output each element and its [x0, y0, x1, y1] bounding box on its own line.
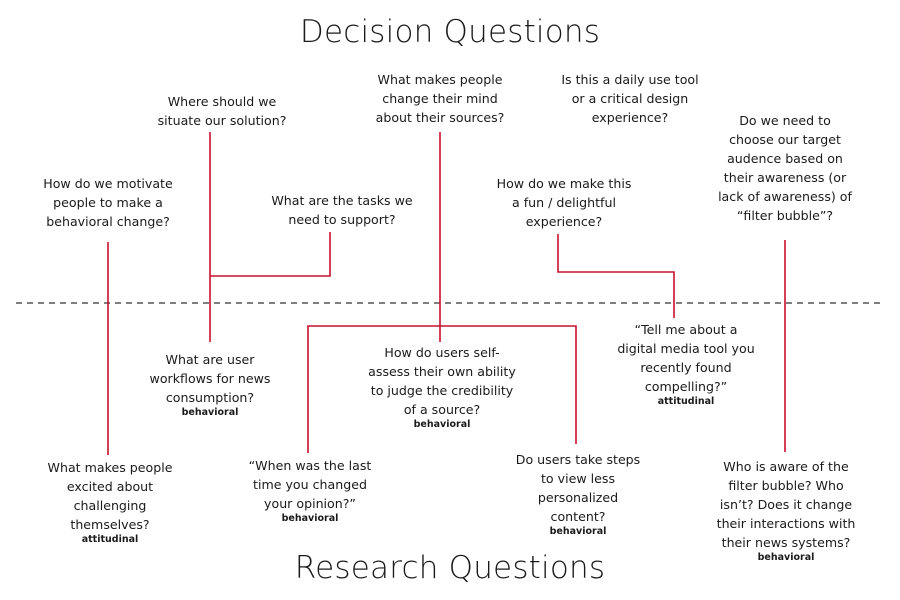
connector-line	[557, 234, 675, 318]
text-line: “filter bubble”?	[736, 208, 834, 223]
question-type-tag: behavioral	[181, 407, 239, 418]
decision-question-change-mind: What makes people change their mind about …	[360, 70, 520, 127]
text-line: their interactions with	[716, 516, 856, 531]
decision-question-motivate: How do we motivate people to make a behavi…	[32, 174, 184, 231]
text-line: choose our target	[729, 132, 841, 147]
connector-line	[210, 232, 331, 277]
text-line: content?	[550, 509, 606, 524]
research-question-text: Who is aware of the filter bubble? Who isn…	[700, 457, 872, 552]
research-question-who-aware: Who is aware of the filter bubble? Who isn…	[700, 457, 872, 563]
text-line: assess their own ability	[368, 364, 516, 379]
decision-question-text: Is this a daily use tool or a critical de…	[548, 70, 712, 127]
text-line: “When was the last	[248, 458, 372, 473]
research-question-text: Do users take steps to view less personali…	[500, 450, 656, 526]
research-question-tell-me: “Tell me about a digital media tool you re…	[604, 320, 768, 407]
text-line: recently found	[640, 360, 732, 375]
text-line: situate our solution?	[157, 113, 287, 128]
research-question-text: What are user workflows for news consumpti…	[130, 350, 290, 407]
research-question-text: What makes people excited about challengin…	[34, 458, 186, 534]
text-line: behavioral change?	[46, 214, 170, 229]
text-line: their awareness (or	[723, 170, 847, 185]
text-line: digital media tool you	[617, 341, 755, 356]
text-line: What makes people	[47, 460, 173, 475]
text-line: about their sources?	[375, 110, 505, 125]
text-line: How do we make this	[496, 176, 632, 191]
question-type-tag: attitudinal	[657, 396, 715, 407]
text-line: experience?	[525, 214, 603, 229]
research-question-text: “Tell me about a digital media tool you re…	[604, 320, 768, 396]
text-line: Is this a daily use tool	[561, 72, 699, 87]
text-line: their news systems?	[721, 535, 851, 550]
text-line: What are user	[165, 352, 255, 367]
text-line: of a source?	[403, 402, 481, 417]
text-line: What makes people	[377, 72, 503, 87]
decision-question-target-audience: Do we need to choose our target audence ba…	[700, 111, 870, 225]
connector-line	[307, 325, 577, 453]
decision-question-daily-use: Is this a daily use tool or a critical de…	[548, 70, 712, 127]
text-line: challenging	[73, 498, 147, 513]
text-line: a fun / delightful	[512, 195, 616, 210]
question-type-tag: behavioral	[281, 513, 339, 524]
text-line: people to make a	[53, 195, 163, 210]
text-line: need to support?	[288, 212, 396, 227]
text-line: change their mind	[382, 91, 498, 106]
text-line: to view less	[540, 471, 616, 486]
text-line: isn’t? Does it change	[719, 497, 853, 512]
research-question-workflows: What are user workflows for news consumpti…	[130, 350, 290, 418]
text-line: or a critical design	[571, 91, 689, 106]
question-type-tag: behavioral	[413, 419, 471, 430]
decision-question-text: How do we motivate people to make a behavi…	[32, 174, 184, 231]
decision-question-tasks: What are the tasks we need to support?	[252, 191, 432, 229]
research-question-take-steps: Do users take steps to view less personali…	[500, 450, 656, 537]
decision-questions-title: Decision Questions	[299, 14, 601, 50]
text-line: to judge the credibility	[370, 383, 514, 398]
text-line: How do we motivate	[43, 176, 173, 191]
question-type-tag: attitudinal	[81, 534, 139, 545]
text-line: compelling?”	[644, 379, 728, 394]
text-line: experience?	[591, 110, 669, 125]
decision-question-fun: How do we make this a fun / delightful exp…	[482, 174, 646, 231]
text-line: audence based on	[727, 151, 843, 166]
research-question-last-time: “When was the last time you changed your o…	[232, 456, 388, 524]
research-questions-title: Research Questions	[294, 550, 606, 586]
text-line: lack of awareness) of	[718, 189, 852, 204]
research-question-self-assess: How do users self-assess their own abili…	[356, 343, 528, 430]
question-type-tag: behavioral	[757, 552, 815, 563]
text-line: workflows for news	[149, 371, 271, 386]
text-line: consumption?	[165, 390, 255, 405]
decision-question-text: Where should we situate our solution?	[142, 92, 302, 130]
text-line: How do users self-	[384, 345, 500, 360]
text-line: themselves?	[70, 517, 150, 532]
decision-question-text: What makes people change their mind about …	[360, 70, 520, 127]
text-line: excited about	[66, 479, 154, 494]
decision-question-situate: Where should we situate our solution?	[142, 92, 302, 130]
text-line: filter bubble? Who	[728, 478, 844, 493]
text-line: “Tell me about a	[634, 322, 738, 337]
research-question-text: How do users self-assess their own abili…	[356, 343, 528, 419]
text-line: What are the tasks we	[271, 193, 413, 208]
text-line: Do we need to	[739, 113, 831, 128]
text-line: personalized	[537, 490, 619, 505]
text-line: Who is aware of the	[723, 459, 849, 474]
decision-question-text: How do we make this a fun / delightful exp…	[482, 174, 646, 231]
research-question-text: “When was the last time you changed your o…	[232, 456, 388, 513]
text-line: Do users take steps	[515, 452, 641, 467]
decision-question-text: Do we need to choose our target audence ba…	[700, 111, 870, 225]
text-line: Where should we	[167, 94, 277, 109]
question-type-tag: behavioral	[549, 526, 607, 537]
text-line: your opinion?”	[264, 496, 356, 511]
text-line: time you changed	[253, 477, 367, 492]
decision-question-text: What are the tasks we need to support?	[252, 191, 432, 229]
research-question-excited: What makes people excited about challengin…	[34, 458, 186, 545]
